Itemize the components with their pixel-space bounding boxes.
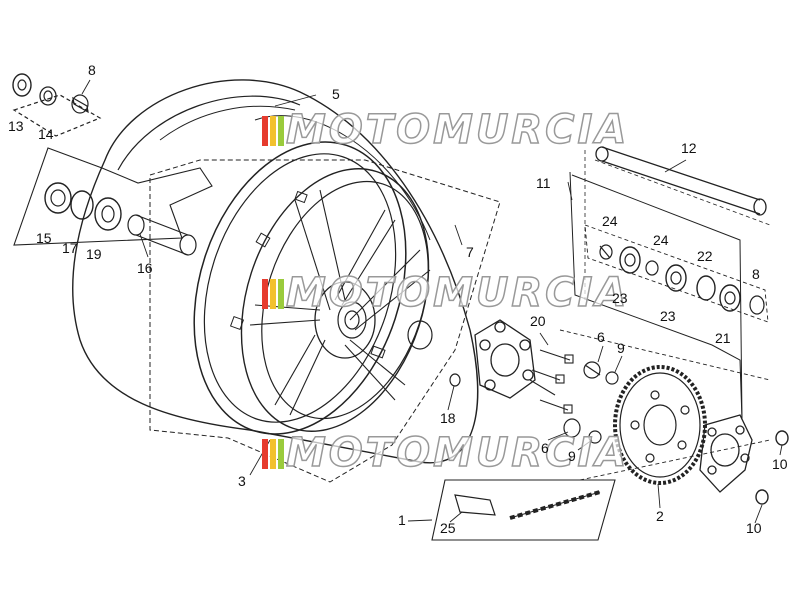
part-label-22: 22 [697,248,713,264]
wheel-hub [314,281,376,359]
part-9-nut-upper [605,371,619,385]
part-25-master-link [454,494,496,516]
part-16-spacer-tube [127,214,197,256]
chain-kit-panel [431,479,616,541]
part-23-bearing-b [665,264,687,292]
part-8-spacer-right [749,295,765,315]
part-15-seal [44,182,72,214]
part-19-bearing [94,197,122,231]
watermark: MOTOMURCIA [262,269,630,317]
part-label-23-a: 23 [612,290,628,306]
part-22-circlip [696,275,716,301]
part-12-axle [595,146,767,216]
part-label-6-upper: 6 [597,329,605,345]
part-6-bush-lower [563,418,581,438]
part-label-10-lower: 10 [746,520,762,536]
part-label-11: 11 [536,175,551,191]
part-6-bush-upper [583,361,601,379]
wheel-spokes [249,189,431,416]
part-label-12: 12 [681,140,697,156]
watermark-text: MOTOMURCIA [285,269,630,317]
watermark-stripe-yellow [270,116,276,146]
part-label-13: 13 [8,118,24,134]
part-label-9-upper: 9 [617,340,625,356]
part-24-spacer-a [599,244,613,260]
part-label-5: 5 [332,86,340,102]
part-label-20: 20 [530,313,546,329]
chain [509,490,601,520]
part-label-1: 1 [398,512,406,528]
part-20-bolts [529,349,574,414]
watermark-stripe-red [262,439,268,469]
part-21-seal [719,284,741,312]
part-8-spacer-left [71,94,89,114]
part-label-24-a: 24 [602,213,618,229]
watermark-stripe-green [278,439,284,469]
watermark-stripe-red [262,279,268,309]
part-14-washer [39,86,57,106]
part-11-group-frame [569,171,743,421]
part-17-circlip [70,190,94,220]
part-label-8-right: 8 [752,266,760,282]
part-label-21: 21 [715,330,731,346]
part-24-spacer-b [645,260,659,276]
part-label-17: 17 [62,240,78,256]
part-label-6-lower: 6 [541,440,549,456]
part-13-nut [12,73,32,97]
part-label-10-upper: 10 [772,456,788,472]
part-label-14: 14 [38,126,54,142]
watermark-text: MOTOMURCIA [285,429,630,477]
part-label-9-lower: 9 [568,448,576,464]
left-parts-panel [13,147,213,246]
part-10-nut-lower [755,489,769,505]
part-label-19: 19 [86,246,102,262]
part-sprocket-carrier [474,319,536,399]
center-panel [149,159,501,483]
part-18-pin [449,373,461,387]
watermark: MOTOMURCIA [262,106,630,154]
part-label-15: 15 [36,230,52,246]
watermark-stripe-red [262,116,268,146]
part-label-18: 18 [440,410,456,426]
part-label-25: 25 [440,520,456,536]
part-label-7: 7 [466,244,474,260]
watermark: MOTOMURCIA [262,429,630,477]
part-caliper-bracket [699,414,753,493]
part-label-23-b: 23 [660,308,676,324]
watermark-stripe-green [278,279,284,309]
watermark-stripe-yellow [270,439,276,469]
part-23-bearing-a [619,246,641,274]
rim-outer [193,141,407,435]
part-label-8-top: 8 [88,62,96,78]
part-label-2: 2 [656,508,664,524]
tire [72,79,479,464]
watermark-stripe-yellow [270,279,276,309]
watermark-text: MOTOMURCIA [285,106,630,154]
part-9-nut-lower [588,430,602,444]
part-10-nut-upper [775,430,789,446]
watermark-stripe-green [278,116,284,146]
part-label-16: 16 [137,260,153,276]
part-label-3: 3 [238,473,246,489]
part-label-24-b: 24 [653,232,669,248]
